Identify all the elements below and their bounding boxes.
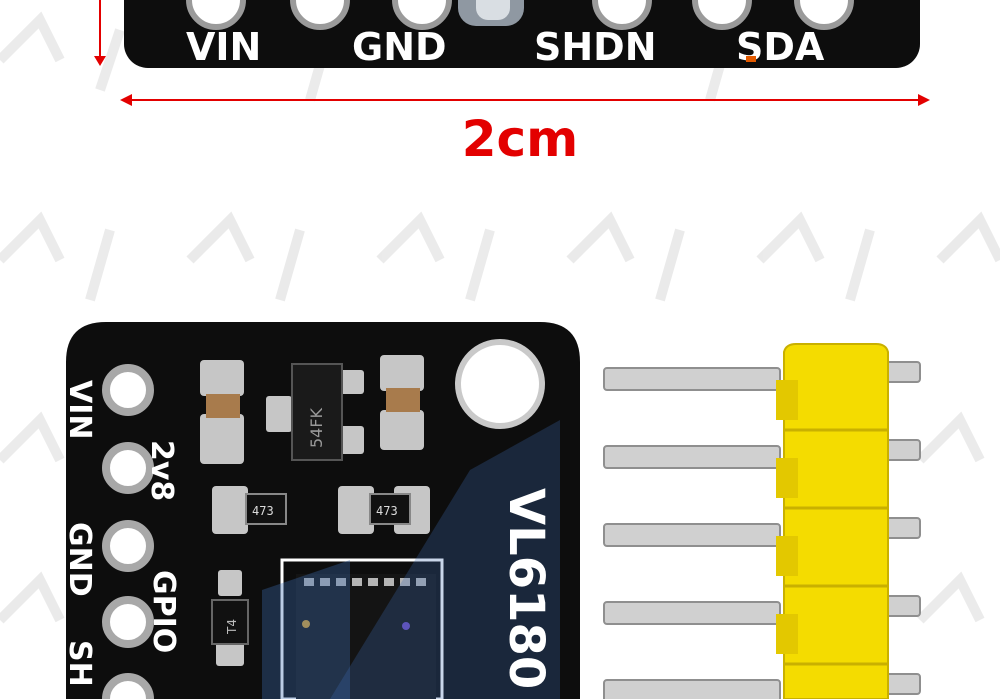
top-board-strip: VIN GND SHDN SDA [124, 0, 920, 68]
mounting-hole [455, 339, 545, 429]
side-label-sh: SH [62, 640, 97, 687]
resistor-left-marking: 473 [252, 504, 274, 518]
logo-overlay [262, 560, 350, 699]
voltage-regulator [291, 363, 343, 461]
side-label-2v8: 2v8 [144, 440, 179, 501]
pin-header [783, 343, 889, 699]
side-pin-holes [102, 364, 154, 699]
side-label-gpio: GPIO [146, 570, 181, 653]
dimension-label: 2cm [461, 110, 579, 168]
regulator-marking: 54FK [307, 407, 326, 448]
solder-pads [200, 355, 430, 666]
capacitor-left [206, 394, 240, 418]
header-pins [603, 361, 921, 699]
sensor-module [296, 574, 436, 699]
capacitor-right [386, 388, 420, 412]
transistor-marking: T4 [225, 619, 239, 635]
side-label-gnd: GND [62, 522, 97, 597]
vertical-dimension-arrow [94, 0, 106, 66]
resistor-right-marking: 473 [376, 504, 398, 518]
product-text: VL6180 [498, 488, 554, 689]
side-label-vin: VIN [62, 380, 97, 440]
top-pin-row [186, 0, 854, 30]
resistor-right [369, 493, 411, 525]
resistor-left [245, 493, 287, 525]
top-pin-label-vin: VIN [186, 25, 261, 68]
top-pin-label-shdn: SHDN [534, 25, 657, 68]
horizontal-dimension-arrow [120, 94, 930, 106]
pcb-board [66, 322, 580, 699]
sensor-footprint [280, 558, 444, 699]
transistor [211, 599, 249, 645]
top-pin-label-gnd: GND [352, 25, 447, 68]
